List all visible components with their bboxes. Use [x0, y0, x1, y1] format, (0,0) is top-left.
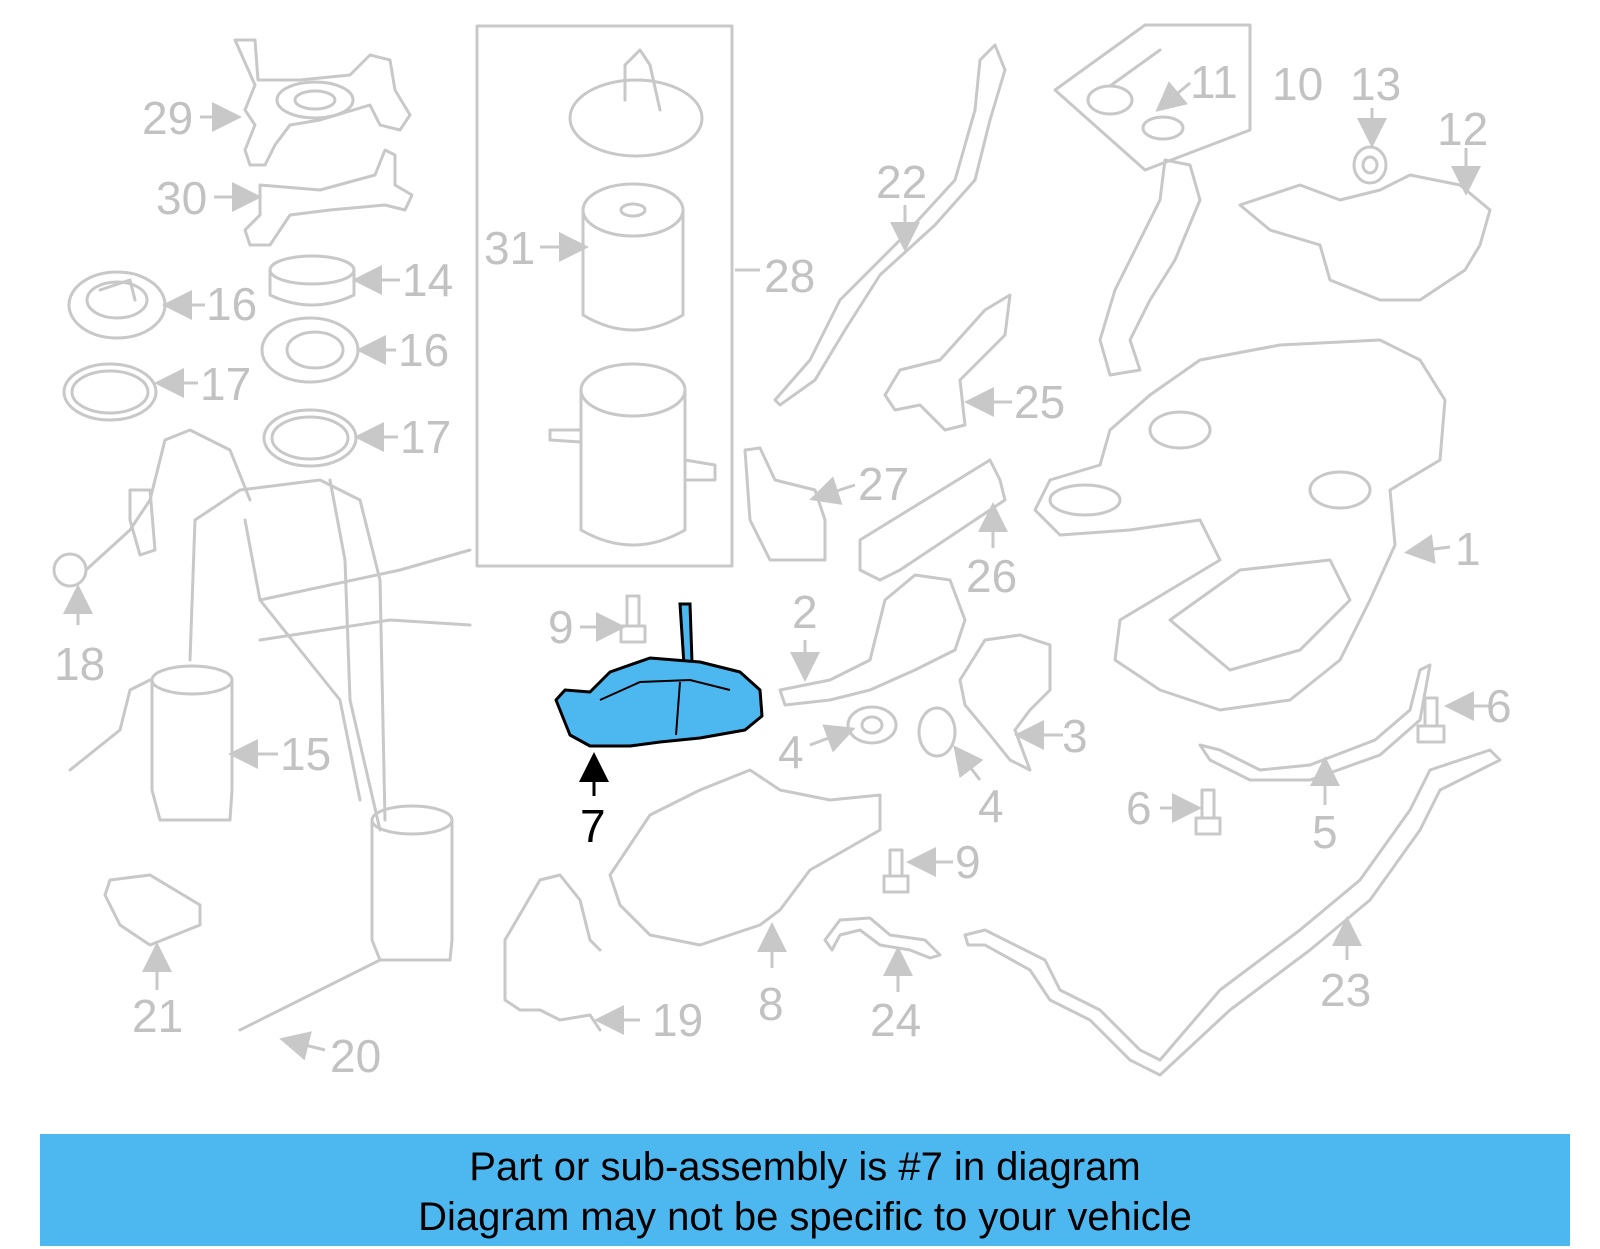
part-19-harness [503, 873, 602, 1032]
part-15-fuel-pump [68, 664, 234, 822]
callout-22: 22 [876, 156, 927, 208]
part-16-pump-top-left [67, 270, 167, 340]
callout-6: 6 [1126, 782, 1152, 834]
callout-labels: 1 2 3 4 4 5 6 6 7 8 9 9 10 11 12 13 14 1… [54, 56, 1512, 1082]
callout-4: 4 [778, 726, 804, 778]
part-26-rail [858, 458, 1007, 582]
part-17-seal-left [62, 362, 158, 422]
callout-20: 20 [330, 1030, 381, 1082]
callout-2: 2 [792, 586, 818, 638]
leader-lines [63, 81, 1490, 1061]
part-22-line [773, 43, 1007, 407]
part-28-filter-assembly [475, 24, 734, 568]
part-29-bracket [233, 38, 412, 167]
callout-11: 11 [1190, 56, 1238, 108]
callout-16: 16 [398, 324, 449, 376]
part-16-pump-top-right [260, 316, 360, 384]
callout-7: 7 [580, 800, 606, 852]
callout-10: 10 [1272, 58, 1323, 110]
callout-15: 15 [280, 728, 331, 780]
callout-18: 18 [54, 638, 105, 690]
callout-23: 23 [1320, 964, 1371, 1016]
callout-12: 12 [1437, 103, 1488, 155]
part-10-filler-cap-kit [1053, 23, 1252, 172]
callout-26: 26 [966, 550, 1017, 602]
part-6-bolt-right [1416, 696, 1446, 744]
callout-29: 29 [142, 92, 193, 144]
part-1-fuel-tank [1033, 158, 1447, 712]
callout-14: 14 [402, 254, 453, 306]
callout-6: 6 [1486, 680, 1512, 732]
callout-19: 19 [652, 994, 703, 1046]
part-5-strap [1198, 663, 1432, 782]
part-12-shield [1238, 173, 1492, 302]
part-2-shield [778, 573, 967, 707]
callout-31: 31 [484, 222, 535, 274]
part-25-bracket [883, 293, 1012, 432]
callout-30: 30 [156, 172, 207, 224]
part-7-highlighted-shield [554, 602, 764, 748]
part-4-grommet [846, 705, 898, 745]
part-14-lock-ring [268, 254, 356, 307]
callout-13: 13 [1350, 58, 1401, 110]
part-13-nut [1352, 145, 1388, 185]
callout-3: 3 [1062, 710, 1088, 762]
part-27-guard [743, 446, 827, 562]
callout-27: 27 [858, 458, 909, 510]
part-24-line [823, 916, 942, 960]
callout-16: 16 [206, 278, 257, 330]
callout-21: 21 [132, 990, 183, 1042]
info-banner: Part or sub-assembly is #7 in diagram Di… [40, 1134, 1570, 1246]
part-3-shield [958, 633, 1052, 772]
callout-5: 5 [1312, 806, 1338, 858]
part-pump-lines [188, 478, 472, 1032]
callout-17: 17 [200, 358, 251, 410]
part-9-bolt-upper [619, 594, 647, 644]
callout-9: 9 [548, 601, 574, 653]
callout-4: 4 [978, 780, 1004, 832]
callout-1: 1 [1455, 523, 1481, 575]
callout-8: 8 [758, 978, 784, 1030]
callout-28: 28 [764, 250, 815, 302]
banner-line-disclaimer: Diagram may not be specific to your vehi… [418, 1195, 1192, 1239]
callout-24: 24 [870, 994, 921, 1046]
part-30-bracket [243, 148, 414, 247]
part-18-sensor [52, 428, 252, 588]
part-9-bolt-lower [882, 848, 910, 894]
part-8-shield [608, 768, 882, 947]
callout-17: 17 [400, 411, 451, 463]
part-4-seal [917, 706, 957, 758]
part-23-line [963, 748, 1502, 1077]
banner-line-part: Part or sub-assembly is #7 in diagram [469, 1145, 1141, 1189]
part-6-bolt-left [1194, 788, 1222, 836]
callout-25: 25 [1014, 376, 1065, 428]
part-21-module [103, 873, 202, 947]
callout-9: 9 [955, 836, 981, 888]
part-17-seal-right [262, 408, 358, 468]
